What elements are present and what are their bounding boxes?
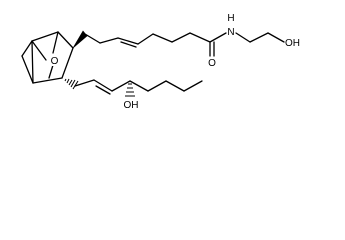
- terminal-hydroxyl-label: OH: [285, 38, 300, 49]
- amide-hydrogen-label: H: [227, 13, 234, 24]
- bond-ring-c1-c2: [57, 31, 74, 49]
- bond-bridge-o-left: [31, 40, 47, 61]
- bond-methano-2: [21, 55, 34, 84]
- ring-oxygen-label: O: [51, 56, 59, 67]
- upper-side-chain: [84, 32, 285, 57]
- bond-chain-5: [171, 32, 191, 43]
- bond-cis-double-inner: [120, 41, 137, 48]
- bond-lower-3: [129, 80, 149, 92]
- bond-ch2-oh: [267, 32, 285, 43]
- bicyclic-core: [21, 31, 74, 84]
- bond-lower-4: [147, 80, 167, 92]
- bond-chain-3: [137, 33, 154, 45]
- bond-chain-2: [99, 37, 119, 44]
- lower-side-chain: [74, 79, 203, 95]
- bond-chain-6: [189, 32, 211, 43]
- chemical-structure: O O H N OH: [21, 13, 300, 111]
- side-chain-hydroxyl-label: OH: [124, 100, 139, 111]
- bond-lower-5: [165, 80, 185, 92]
- bond-ch2-ch2: [249, 32, 269, 43]
- bond-cis-double: [117, 37, 139, 45]
- amide-nitrogen-label: N: [227, 27, 234, 38]
- bond-trans-double-inner: [95, 85, 111, 95]
- bond-amide-cn: [209, 32, 227, 43]
- carbonyl-oxygen-label: O: [208, 58, 216, 69]
- bond-ring-c2-c3: [61, 47, 74, 79]
- hashed-bond-hydroxyl: [125, 83, 135, 97]
- ring-oxygen-background: [49, 54, 60, 66]
- bond-lower-1: [74, 79, 95, 87]
- bond-chain-1: [84, 33, 101, 44]
- bond-ring-left: [31, 40, 34, 84]
- bond-n-ch2: [235, 32, 251, 43]
- bond-ring-top: [31, 31, 59, 42]
- bond-bridge-upper: [52, 31, 59, 54]
- bond-trans-double: [93, 79, 113, 92]
- bond-bridge-lower: [48, 64, 54, 79]
- bond-lower-2: [111, 80, 131, 92]
- bond-methano-1: [21, 40, 33, 57]
- hashed-bond-lower-chain: [64, 78, 79, 90]
- bond-lower-6: [183, 80, 203, 92]
- bond-ring-bottom: [32, 77, 63, 84]
- bond-chain-4: [152, 33, 173, 43]
